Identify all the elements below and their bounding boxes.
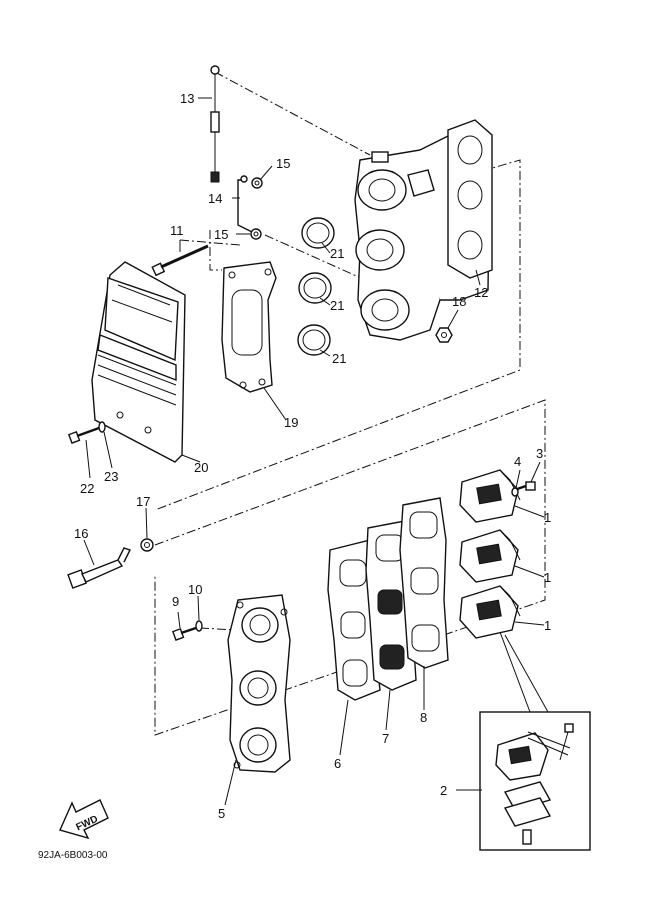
- callout-5: 5: [218, 806, 225, 821]
- callout-7: 7: [382, 731, 389, 746]
- callout-9: 9: [172, 594, 179, 609]
- part-10-washer: [195, 620, 203, 632]
- part-21-o-ring-1: [301, 217, 335, 249]
- callout-2: 2: [440, 783, 447, 798]
- callout-23: 23: [104, 469, 118, 484]
- part-18-nut: [435, 327, 453, 343]
- callout-21a: 21: [330, 246, 344, 261]
- callout-10: 10: [188, 582, 202, 597]
- part-1-reed-valve-3: [459, 585, 521, 639]
- part-20-silencer-cover: [91, 261, 186, 463]
- callout-19: 19: [284, 415, 298, 430]
- part-19-gasket: [221, 261, 277, 393]
- part-21-o-ring-3: [297, 324, 331, 356]
- part-16-choke-knob: [67, 547, 131, 589]
- part-4-washer: [511, 487, 519, 497]
- part-22-screw: [67, 426, 100, 444]
- callout-11: 11: [170, 223, 184, 238]
- callout-12: 12: [474, 285, 488, 300]
- part-23-washer: [98, 421, 106, 433]
- callout-4: 4: [514, 454, 521, 469]
- part-8-gasket: [399, 497, 449, 669]
- callout-16: 16: [74, 526, 88, 541]
- callout-1c: 1: [544, 618, 551, 633]
- callout-21c: 21: [332, 351, 346, 366]
- callout-6: 6: [334, 756, 341, 771]
- callout-labels: 1 1 1 2 3 4 5 6 7 8 9 10 11 12 13 14 15 …: [74, 91, 551, 821]
- leader-lines: [83, 97, 549, 806]
- callout-1a: 1: [544, 510, 551, 525]
- callout-1b: 1: [544, 570, 551, 585]
- part-17-grommet: [140, 538, 154, 552]
- fwd-arrow-icon: FWD: [59, 799, 109, 840]
- part-15-clip-lower: [250, 228, 262, 240]
- part-15-clip-upper: [251, 177, 263, 189]
- part-1-reed-valve-2: [459, 529, 521, 583]
- part-12-intake-body: [354, 119, 493, 341]
- callout-8: 8: [420, 710, 427, 725]
- callout-15a: 15: [276, 156, 290, 171]
- callout-18: 18: [452, 294, 466, 309]
- callout-21b: 21: [330, 298, 344, 313]
- part-21-o-ring-2: [298, 272, 332, 304]
- callout-22: 22: [80, 481, 94, 496]
- callout-14: 14: [208, 191, 222, 206]
- part-1-reed-valve-1: [459, 469, 521, 523]
- part-2-reed-valve-inset: [479, 711, 591, 851]
- callout-3: 3: [536, 446, 543, 461]
- callout-13: 13: [180, 91, 194, 106]
- diagram-code: 92JA-6B003-00: [38, 850, 108, 861]
- callout-20: 20: [194, 460, 208, 475]
- part-11-bolt: [151, 244, 209, 277]
- part-5-manifold: [227, 594, 291, 773]
- part-13-link-rod: [210, 65, 220, 183]
- callout-17: 17: [136, 494, 150, 509]
- part-9-bolt: [171, 626, 197, 641]
- callout-15b: 15: [214, 227, 228, 242]
- part-14-link-rod: [237, 175, 253, 233]
- assembly-boundary-lines: [154, 71, 546, 736]
